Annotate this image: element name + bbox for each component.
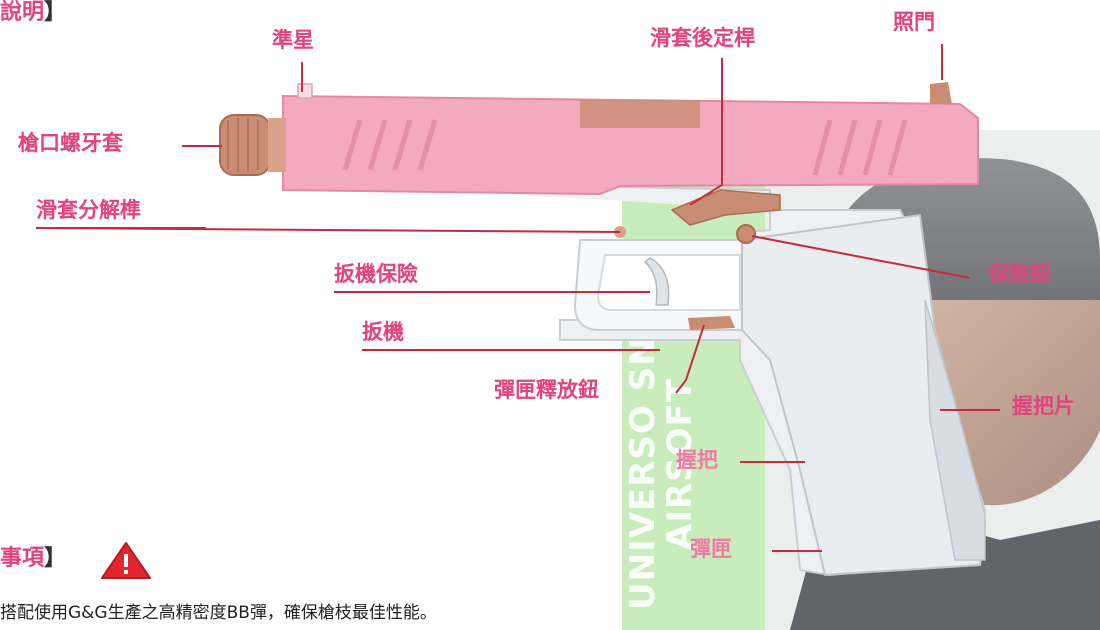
trigger-shape	[643, 257, 670, 306]
label-mag-release: 彈匣釋放鈕	[494, 378, 599, 402]
label-grip-panel: 握把片	[1012, 394, 1075, 418]
barrel-window	[580, 100, 700, 128]
header-top: 說明】	[0, 2, 66, 24]
slide-serrations	[342, 119, 908, 176]
label-safety-button: 保險鈕	[988, 262, 1051, 286]
underline-trigger	[362, 349, 432, 351]
label-trigger-safety: 扳機保險	[334, 262, 418, 286]
header-top-text: 說明	[0, 0, 45, 25]
label-magazine: 彈匣	[690, 537, 732, 561]
grip-panel-shape	[924, 299, 986, 561]
rear-sight-shape	[930, 82, 952, 104]
pistol-slide	[282, 94, 979, 196]
label-trigger: 扳機	[362, 320, 404, 344]
header-top-bracket: 】	[44, 0, 67, 25]
front-sight-shape	[297, 83, 313, 99]
grip-body	[741, 213, 987, 577]
safety-button-shape	[736, 224, 756, 244]
label-muzzle-thread: 槍口螺牙套	[18, 131, 123, 155]
mag-release-shape	[688, 316, 735, 330]
header-bottom: 事項】	[0, 548, 66, 570]
header-bottom-bracket: 】	[44, 546, 67, 571]
label-rear-sight: 照門	[893, 10, 935, 34]
header-bottom-text: 事項	[0, 546, 45, 571]
underline-takedown-lever	[36, 227, 206, 229]
label-slide-stop: 滑套後定桿	[650, 26, 755, 50]
label-front-sight: 準星	[272, 28, 314, 52]
note-text: 搭配使用G&G生產之高精密度BB彈，確保槍枝最佳性能。	[0, 603, 437, 623]
thread-knurling	[227, 118, 259, 172]
label-grip: 握把	[676, 448, 718, 472]
label-takedown-lever: 滑套分解榫	[36, 198, 141, 222]
underline-trigger-safety	[334, 291, 464, 293]
